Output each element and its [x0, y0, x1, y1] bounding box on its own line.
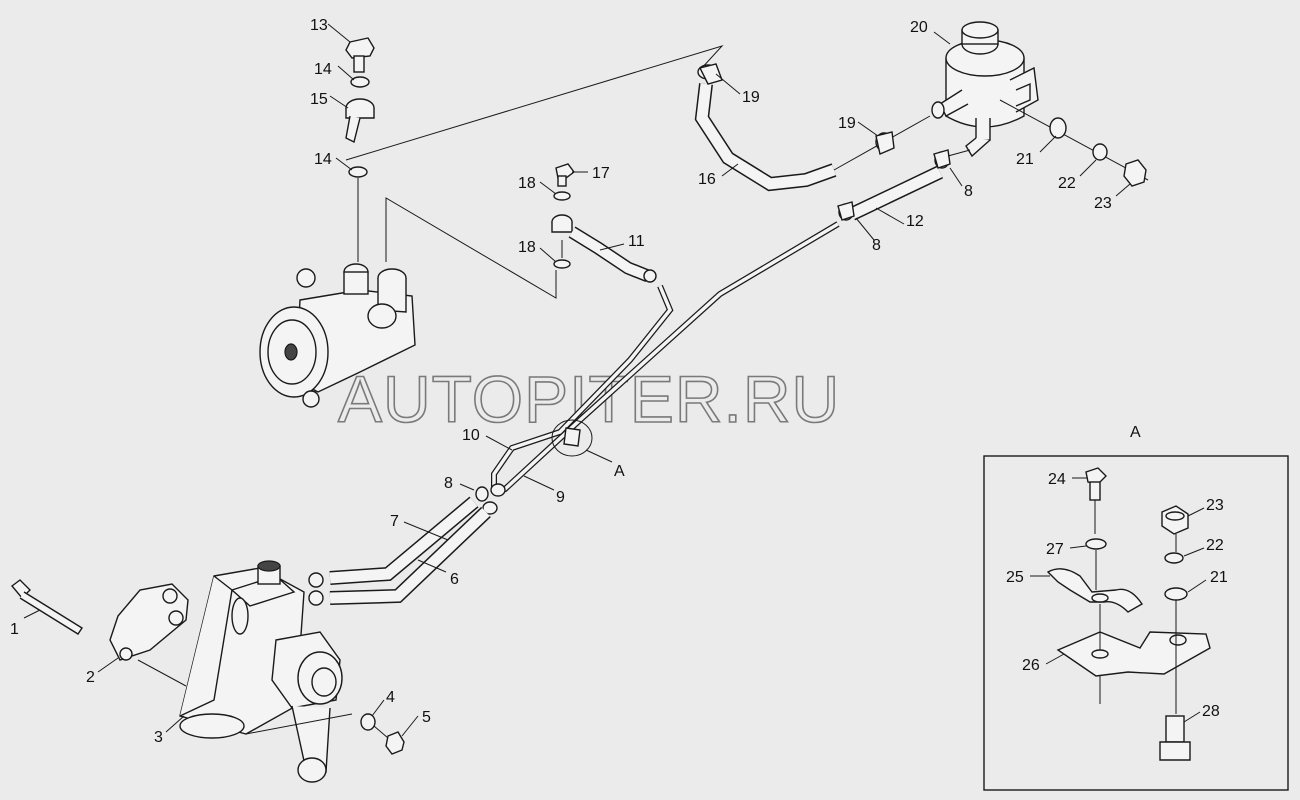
hose-12	[848, 165, 944, 221]
callout-14-upper: 14	[314, 61, 332, 78]
callout-25: 25	[1006, 569, 1024, 586]
banjo-bolt-13	[345, 37, 375, 73]
banjo-fitting-11	[551, 214, 573, 233]
banjo-bolt-17	[555, 163, 575, 187]
callout-4: 4	[386, 689, 395, 706]
leader-lines	[23, 23, 1207, 737]
washer-18-lower	[553, 259, 571, 269]
return-hose-16	[694, 83, 837, 192]
hose-7	[329, 496, 479, 585]
callout-6: 6	[450, 571, 459, 588]
callout-24: 24	[1048, 471, 1066, 488]
callout-21: 21	[1016, 151, 1034, 168]
callout-8-lower: 8	[444, 475, 453, 492]
callout-10: 10	[462, 427, 480, 444]
callout-23-detail: 23	[1206, 497, 1224, 514]
callout-5: 5	[422, 709, 431, 726]
nut-5	[385, 731, 405, 755]
washer-21	[1049, 117, 1067, 139]
bracket-2	[109, 583, 189, 661]
washer-14-upper	[350, 76, 370, 88]
power-steering-pump	[259, 263, 416, 408]
callout-19-left: 19	[742, 89, 760, 106]
callout-22-detail: 22	[1206, 537, 1224, 554]
callout-20: 20	[910, 19, 928, 36]
callout-26: 26	[1022, 657, 1040, 674]
detail-a-title: A	[1130, 424, 1141, 441]
callout-19-right: 19	[838, 115, 856, 132]
callout-2: 2	[86, 669, 95, 686]
pressure-pipe-10	[491, 284, 674, 488]
clamp-8-upper	[933, 149, 951, 169]
hose-6	[329, 506, 491, 605]
callout-17: 17	[592, 165, 610, 182]
callout-14-lower: 14	[314, 151, 332, 168]
washer-18-upper	[553, 191, 571, 201]
callout-3: 3	[154, 729, 163, 746]
callout-22: 22	[1058, 175, 1076, 192]
spring-washer-22	[1092, 143, 1108, 161]
callout-18-lower: 18	[518, 239, 536, 256]
steering-gear-3	[179, 560, 343, 783]
callout-28: 28	[1202, 703, 1220, 720]
reservoir-20	[931, 21, 1039, 158]
callout-21-detail: 21	[1210, 569, 1228, 586]
washer-4	[360, 713, 376, 731]
callout-11: 11	[628, 233, 645, 250]
callout-8-upper: 8	[964, 183, 973, 200]
nut-23	[1123, 159, 1147, 187]
callout-15: 15	[310, 91, 328, 108]
hose-clamp-19-left	[697, 63, 723, 85]
pressure-hose-11	[568, 226, 657, 283]
detail-a-parts	[1046, 467, 1211, 761]
callout-8-middle: 8	[872, 237, 881, 254]
detail-a-marker	[551, 419, 613, 463]
callout-labels: 1 2 3 4 5 6 7 8 9 10 A 11 12 8 8 13 14 1…	[10, 17, 1228, 746]
hose-clamp-19-right	[875, 131, 895, 155]
callout-a-marker: A	[614, 463, 625, 480]
clamp-8-middle	[837, 201, 855, 221]
washer-14-lower	[348, 166, 368, 178]
callout-9: 9	[556, 489, 565, 506]
callout-23: 23	[1094, 195, 1112, 212]
callout-13: 13	[310, 17, 328, 34]
return-pipe-9	[501, 221, 840, 493]
callout-18-upper: 18	[518, 175, 536, 192]
callout-16: 16	[698, 171, 716, 188]
callout-1: 1	[10, 621, 19, 638]
detail-a-box	[983, 455, 1289, 791]
pipe-fittings	[475, 483, 506, 515]
banjo-fitting-15	[345, 98, 375, 144]
bolt-1	[10, 579, 83, 635]
callout-7: 7	[390, 513, 399, 530]
callout-27: 27	[1046, 541, 1064, 558]
callout-12: 12	[906, 213, 924, 230]
